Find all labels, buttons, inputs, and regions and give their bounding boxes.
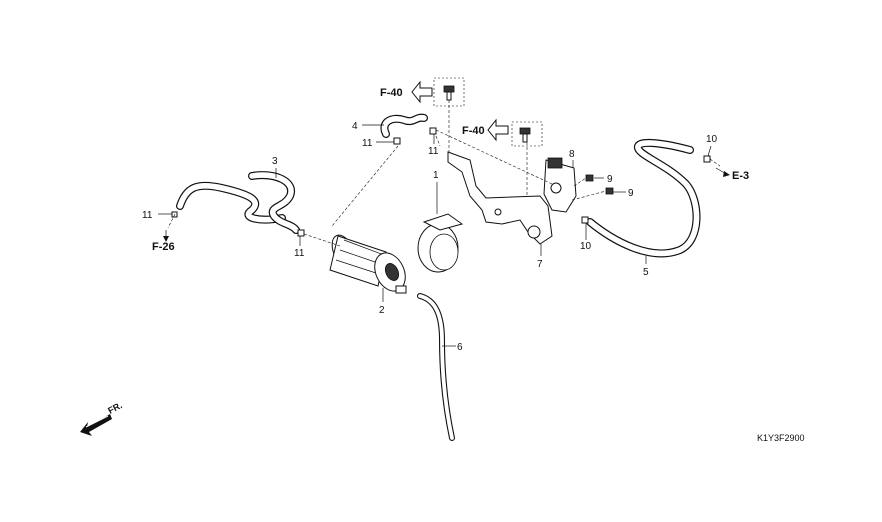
callout-11-upper-b: 11 [428, 146, 439, 157]
clip-10-lower [581, 216, 589, 224]
callout-1: 1 [433, 170, 439, 181]
clip-11-upper-a [393, 137, 401, 145]
hose-5 [586, 139, 701, 258]
callout-3: 3 [272, 156, 278, 167]
bracket-7 [447, 151, 553, 245]
hose-3 [176, 171, 300, 234]
ref-f40-mid: F-40 [462, 125, 485, 137]
front-label: FR. [106, 400, 123, 416]
callout-10-right: 10 [706, 134, 718, 145]
bolt-9-upper [585, 174, 594, 182]
canister-2 [329, 234, 407, 294]
hose-4 [380, 113, 428, 138]
ref-f40-top: F-40 [380, 87, 403, 99]
dashed-connectors [167, 100, 721, 247]
bolt-f40-mid [511, 121, 543, 147]
callout-11-mid: 11 [294, 248, 305, 259]
band-1 [417, 213, 464, 273]
leader-lines [158, 124, 712, 347]
bolt-9-lower [605, 187, 614, 195]
arrow-f40-mid [487, 118, 509, 142]
valve-8 [543, 157, 577, 213]
clip-11-upper-b [429, 127, 437, 135]
clip-11-mid [297, 229, 305, 237]
arrow-e3 [715, 167, 730, 177]
callout-8: 8 [569, 149, 575, 160]
ref-e3: E-3 [732, 170, 749, 182]
callout-11-left: 11 [142, 210, 153, 221]
callout-4: 4 [352, 121, 358, 132]
arrow-f26 [163, 230, 169, 242]
callout-6: 6 [457, 342, 463, 353]
callout-5: 5 [643, 267, 649, 278]
callout-11-upper-a: 11 [362, 138, 373, 149]
arrow-f40-top [411, 80, 433, 104]
callout-7: 7 [537, 259, 543, 270]
ref-f26: F-26 [152, 241, 175, 253]
callout-2: 2 [379, 305, 385, 316]
front-arrow-icon [80, 414, 112, 436]
diagram-code: K1Y3F2900 [757, 433, 805, 443]
hose-6 [417, 293, 455, 441]
callout-9-lower: 9 [628, 188, 634, 199]
clip-10-right [703, 155, 711, 163]
callout-9-upper: 9 [607, 174, 613, 185]
callout-10-lower: 10 [580, 241, 592, 252]
